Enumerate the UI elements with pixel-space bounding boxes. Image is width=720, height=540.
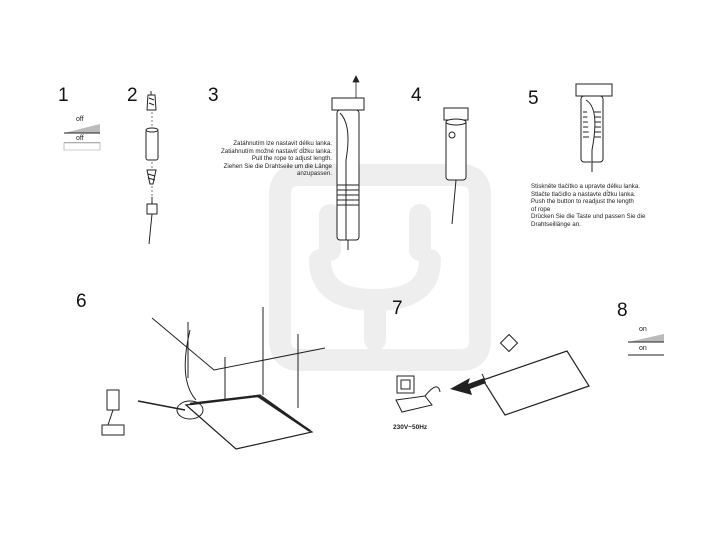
step-number-4: 4 (411, 85, 422, 106)
step-number-3: 3 (208, 85, 219, 106)
switch-on-label-top: on (639, 326, 647, 333)
step-number-7: 7 (392, 298, 403, 319)
step-number-2: 2 (127, 85, 138, 106)
step-number-5: 5 (528, 88, 539, 109)
step-number-8: 8 (617, 300, 628, 321)
power-label: 230V~50Hz (393, 424, 428, 431)
step-number-6: 6 (76, 291, 87, 312)
switch-label-top: off (76, 116, 84, 123)
switch-on-label-bottom: on (639, 345, 647, 352)
switch-label-bottom: off (76, 135, 84, 142)
step3-instructions: Zatáhnutím lze nastavit délku lanka. Zat… (220, 140, 332, 178)
step5-instructions: Stiskněte tlačítko a upravte délku lanka… (531, 183, 646, 228)
step-number-1: 1 (58, 85, 69, 106)
